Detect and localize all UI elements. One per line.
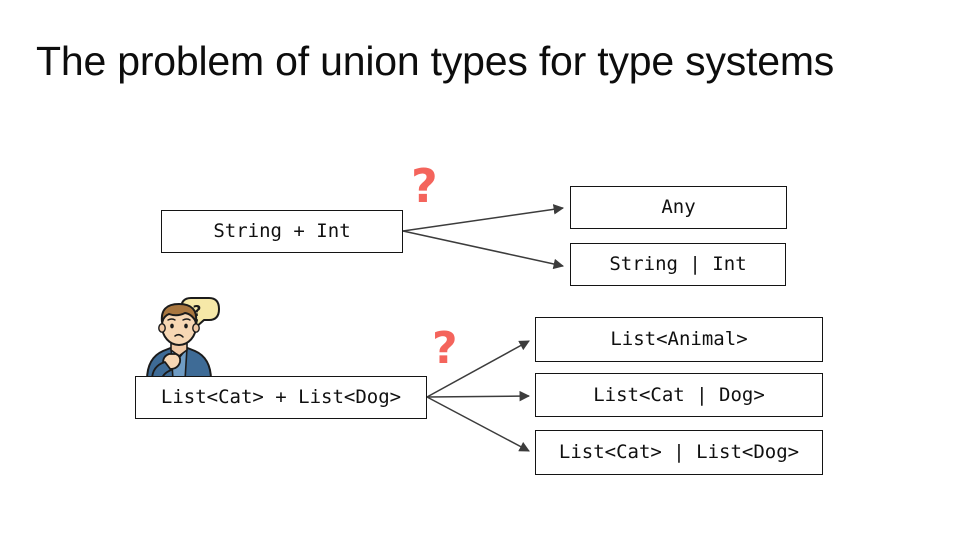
- svg-text:?: ?: [193, 302, 202, 320]
- node-list-cat-or-dog: List<Cat | Dog>: [535, 373, 823, 417]
- node-list-cat-plus-list-dog: List<Cat> + List<Dog>: [135, 376, 427, 419]
- node-string-plus-int: String + Int: [161, 210, 403, 253]
- arrow-list-plus-to-list-or-list: [426, 396, 530, 452]
- question-mark-icon-row2: ?: [432, 323, 458, 374]
- node-string-or-int: String | Int: [570, 243, 786, 286]
- node-list-cat-or-list-dog: List<Cat> | List<Dog>: [535, 430, 823, 475]
- node-any: Any: [570, 186, 787, 229]
- thinking-person-icon: ?: [146, 297, 220, 380]
- arrow-list-plus-to-list-catdog: [426, 390, 531, 402]
- page-title: The problem of union types for type syst…: [36, 38, 835, 84]
- arrow-string-int-to-string-union: [402, 230, 565, 270]
- question-mark-icon-row1: ?: [411, 159, 438, 213]
- node-list-animal: List<Animal>: [535, 317, 823, 362]
